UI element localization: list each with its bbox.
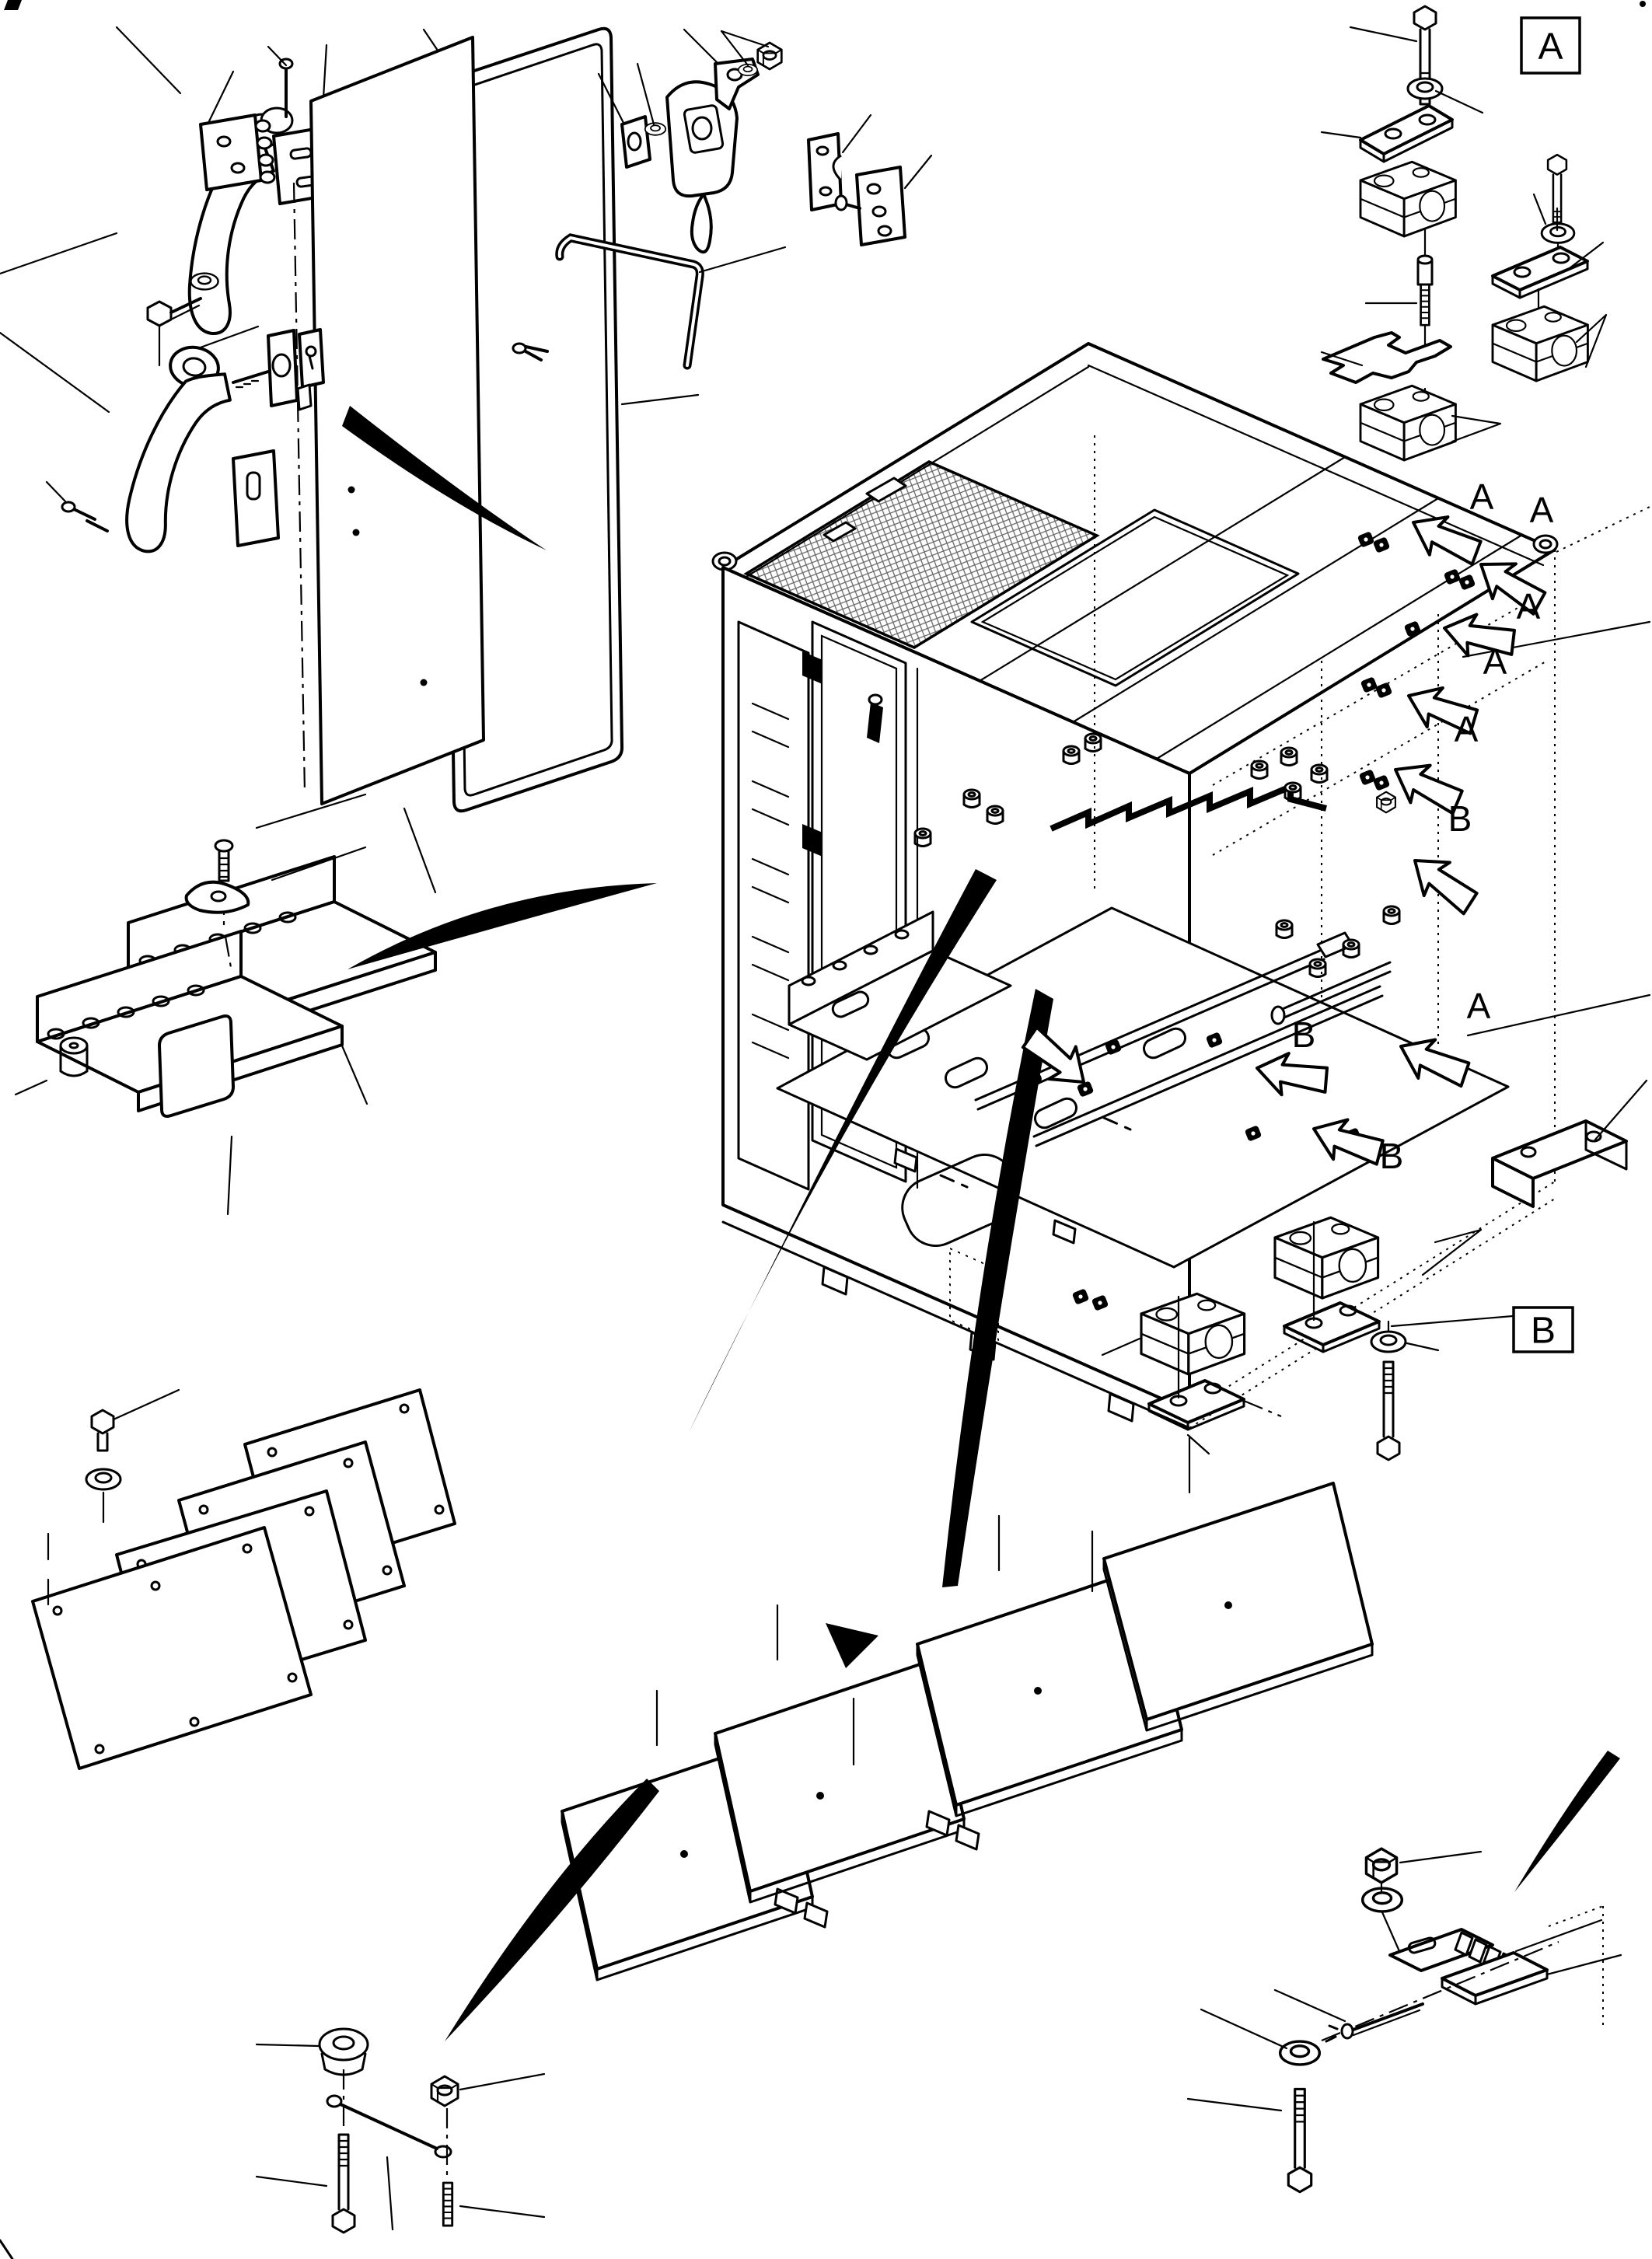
- callout-arrow-a: A: [1412, 477, 1494, 566]
- callout-letter: A: [1455, 709, 1479, 749]
- cap-nut-icon: [1280, 746, 1298, 766]
- channel-bracket: [1491, 1079, 1648, 1208]
- bolt-and-washer-small: [0, 232, 219, 367]
- callout-arrow-b: B: [1020, 1025, 1085, 1094]
- block-arrow-icon: [1412, 515, 1483, 566]
- retainer-plug-and-lanyard: [255, 2027, 546, 2234]
- callout-letter: B: [1292, 1014, 1316, 1055]
- handle-rod: [512, 233, 787, 370]
- door-seal-gasket: [422, 26, 700, 813]
- cap-nut-icon: [1382, 905, 1401, 925]
- block-arrow-icon: [1021, 1025, 1085, 1084]
- cover-panel-stack: [31, 1388, 456, 1770]
- callout-letter: B: [1448, 798, 1472, 839]
- block-arrow-icon: [1443, 613, 1516, 658]
- tube-clamp-icon: [1358, 769, 1377, 786]
- swoosh-door-to-cabinet: [342, 406, 547, 550]
- callout-letter: A: [1517, 586, 1541, 627]
- block-arrow-icon: [1399, 1038, 1471, 1088]
- swoosh-arrowhead: [826, 1623, 878, 1668]
- callout-letter: A: [1483, 641, 1507, 682]
- swoosh-to-bottom-hardware: [445, 1779, 659, 2041]
- swoosh-to-floor-panels: [942, 989, 1053, 1587]
- callout-letter: A: [1470, 477, 1494, 517]
- detail-box-letter: B: [1531, 1311, 1556, 1352]
- callout-arrow-b: B: [1256, 1014, 1329, 1097]
- swoosh-to-hinge: [1514, 1751, 1620, 1892]
- callout-arrow-b: B: [1413, 798, 1479, 916]
- latch-handle-cluster: [597, 28, 783, 254]
- callout-arrow-a: A: [1479, 490, 1554, 616]
- callout-arrow-b: B: [1312, 1118, 1404, 1176]
- floor-panel-band: [561, 1437, 1374, 1981]
- detail-box-a: A: [1520, 16, 1581, 75]
- door-lock-cylinder: [232, 328, 325, 411]
- cap-nut-icon: [1250, 759, 1269, 780]
- block-arrow-icon: [1413, 859, 1479, 916]
- block-arrow-icon: [1312, 1118, 1385, 1166]
- callout-arrow-a: A: [1407, 641, 1507, 735]
- tray-mounting-hardware: [14, 839, 367, 1096]
- tube-clamp-icon: [1372, 774, 1391, 791]
- swoosh-to-cover-panels: [688, 869, 997, 1434]
- detail-box-letter: A: [1538, 26, 1563, 68]
- callout-letter: A: [1467, 986, 1491, 1026]
- cabinet-enclosure: [711, 342, 1650, 1430]
- block-arrow-icon: [1394, 763, 1464, 815]
- detail-box-b: B: [1512, 1306, 1574, 1353]
- callout-letter: B: [1380, 1136, 1404, 1176]
- shelf-tray-front: [36, 930, 344, 1216]
- block-arrow-icon: [1256, 1052, 1329, 1097]
- callout-letter: A: [1530, 490, 1554, 530]
- tube-clamp-icon: [1374, 682, 1393, 699]
- callout-arrow-a: A: [1399, 986, 1491, 1088]
- callout-arrow-a: A: [1443, 586, 1541, 658]
- latch-striker-plates: [807, 113, 933, 246]
- callout-arrow-a: A: [1394, 709, 1479, 815]
- clamp-stack-detail-a: [1320, 5, 1608, 462]
- cap-nut-icon: [1342, 938, 1360, 958]
- cap-nut-icon: [1310, 763, 1329, 784]
- cap-nut-icon: [1308, 958, 1327, 978]
- cap-nut-icon: [1275, 919, 1294, 939]
- block-arrow-icon: [1407, 686, 1479, 735]
- clamp-stack-detail-b: [1101, 1216, 1524, 1461]
- swoosh-arrows: [342, 406, 1620, 2041]
- door-panel: [292, 36, 485, 894]
- callout-letter: B: [1020, 1053, 1044, 1094]
- hinge-hardware-bottom-right: [1186, 1847, 1622, 2194]
- block-arrow-icon: [1479, 562, 1547, 616]
- cabinet-interior-floor: [776, 620, 1651, 1269]
- door-handle-assembly-lower-left: [0, 325, 280, 563]
